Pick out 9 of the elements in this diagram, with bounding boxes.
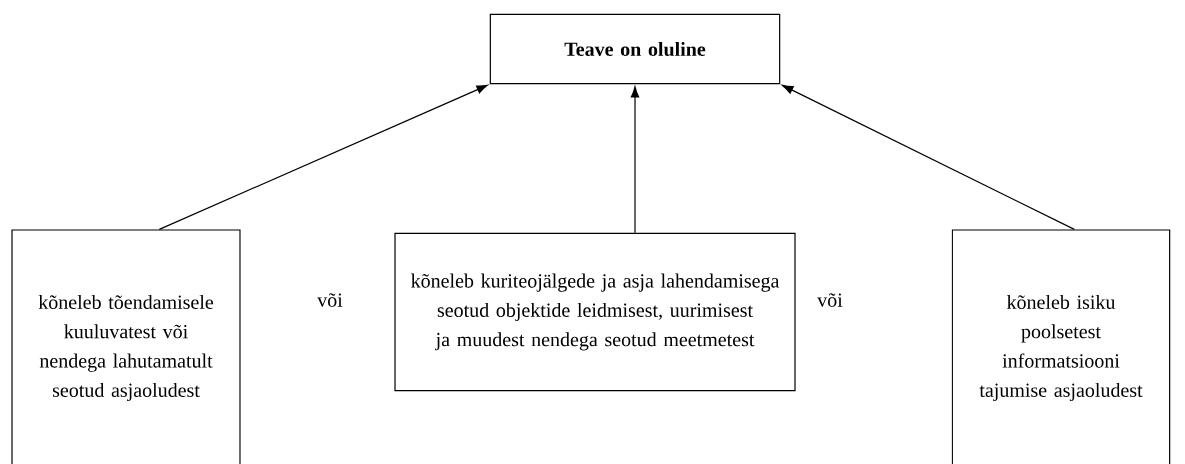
connector-word: või (317, 293, 343, 307)
title-box: Teave on oluline (489, 13, 781, 85)
connector-word: või (817, 293, 843, 307)
text-box: kõneleb isiku poolsetest informatsiooni tajumise asjaoludest (951, 229, 1171, 464)
text-box: kõneleb tõendamisele kuuluvatest või nendega lahutamatult seotud asjaoludest (11, 229, 241, 464)
text-box: kõneleb kuriteojälgede ja asja lahendamisega seotud objektide leidmisest, uurimisest ja muudest nendega seotud meetmetest (394, 232, 796, 392)
arrow (158, 84, 488, 230)
arrow (782, 84, 1075, 230)
arrow (630, 86, 640, 234)
